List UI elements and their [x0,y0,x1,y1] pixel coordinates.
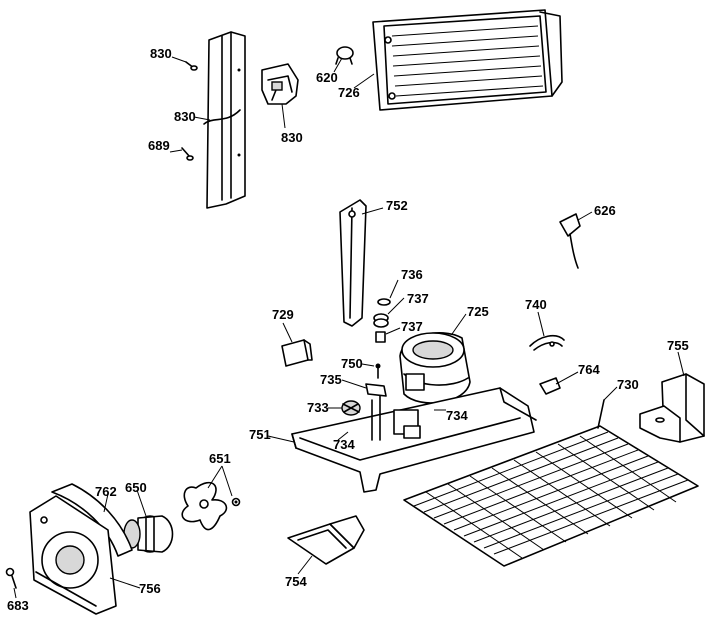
callout-756: 756 [139,581,161,596]
part-689-screw [181,147,194,161]
callout-830: 830 [150,46,172,61]
callout-750: 750 [341,356,363,371]
callout-729: 729 [272,307,294,322]
callout-737: 737 [401,319,423,334]
part-750-screw [375,363,381,379]
part-752-compressor-bracket [339,199,367,327]
part-651-fan-blade [181,482,228,531]
part-755-bracket [639,373,705,443]
callout-689: 689 [148,138,170,153]
leader-lines [13,56,685,599]
callout-734: 734 [446,408,468,423]
part-740-clip [529,334,565,351]
callout-737: 737 [407,291,429,306]
callout-733: 733 [307,400,329,415]
callout-726: 726 [338,85,360,100]
callout-725: 725 [467,304,489,319]
part-737-sleeve [375,331,386,343]
callout-830: 830 [174,109,196,124]
callout-736: 736 [401,267,423,282]
part-726-evaporator [372,9,563,111]
part-683-screw [5,567,17,589]
callout-740: 740 [525,297,547,312]
callout-830: 830 [281,130,303,145]
part-754-drain-tray [287,515,365,565]
part-733-overload [341,400,361,416]
part-725-compressor [399,332,471,414]
part-751-base-pan [291,387,537,493]
callout-650: 650 [125,480,147,495]
callout-735: 735 [320,372,342,387]
part-737-grommet [373,313,389,328]
callout-764: 764 [578,362,600,377]
part-730-condenser-coil [403,399,699,567]
callout-755: 755 [667,338,689,353]
part-620-thermostat-knob [335,46,354,65]
part-830-screw [185,61,198,71]
callout-730: 730 [617,377,639,392]
callout-754: 754 [285,574,307,589]
callout-620: 620 [316,70,338,85]
callout-651: 651 [209,451,231,466]
part-756-fan-shroud [29,495,117,615]
callout-626: 626 [594,203,616,218]
callout-752: 752 [386,198,408,213]
callout-751: 751 [249,427,271,442]
callout-734: 734 [333,437,355,452]
part-651-nut [231,497,241,507]
callout-762: 762 [95,484,117,499]
callout-683: 683 [7,598,29,613]
part-736-washer [377,298,391,306]
part-764-terminal [539,377,561,395]
part-729-capacitor [281,339,313,367]
part-830-relay-clip [261,63,299,105]
part-626-cord-plug [559,213,581,269]
part-762-shroud-strap [51,483,133,557]
part-735-bracket [365,383,387,397]
part-830-channel-bracket [203,31,246,209]
